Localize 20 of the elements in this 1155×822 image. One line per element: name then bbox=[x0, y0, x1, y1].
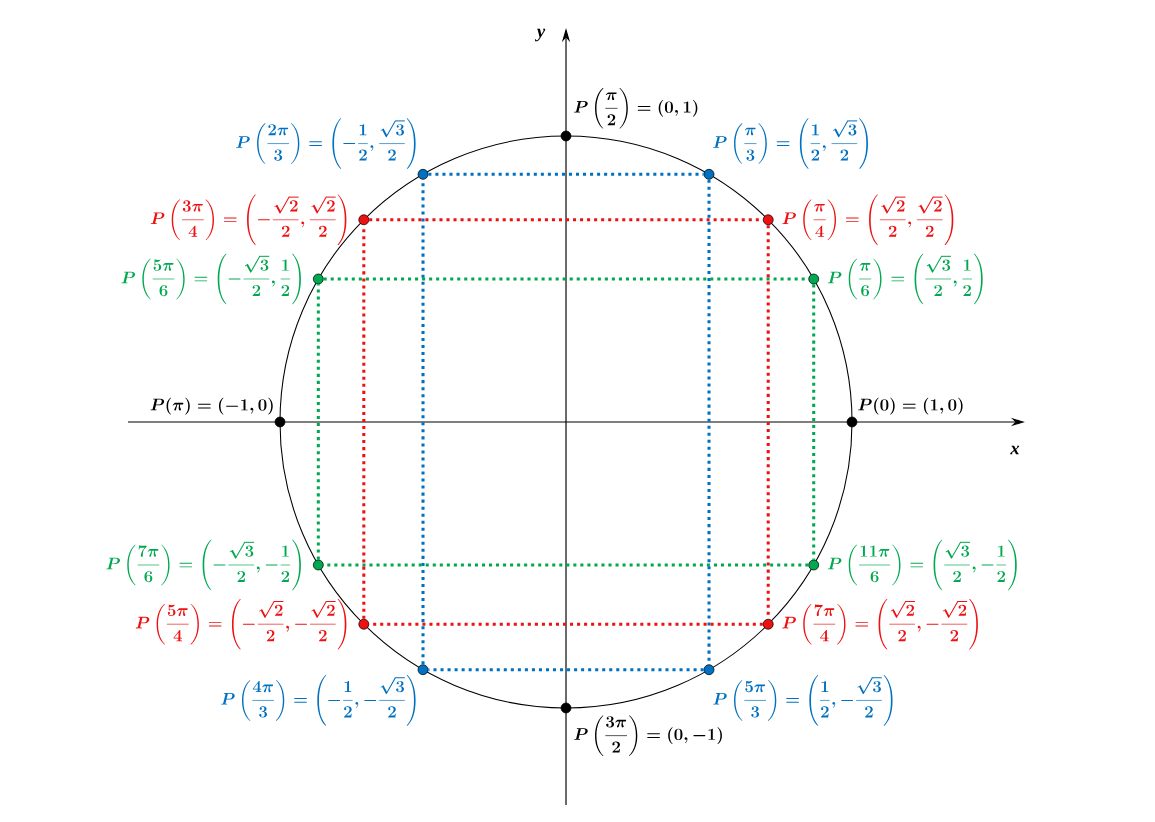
point-label: $P\left(\frac{\pi}{2}\right)=(0,1)$ bbox=[574, 88, 698, 129]
point-label: $P\left(\frac{3\pi}{4}\right)=\left(-\frac{\sqrt{2}}{2},\frac{\sqrt{2}}{2}\right)$ bbox=[150, 194, 347, 246]
point-label: $P\left(\frac{5\pi}{4}\right)=\left(-\frac{\sqrt{2}}{2},-\frac{\sqrt{2}}{2}\right)$ bbox=[135, 598, 347, 650]
point-label: $P\left(\frac{\pi}{4}\right)=\left(\frac{\sqrt{2}}{2},\frac{\sqrt{2}}{2}\right)$ bbox=[782, 194, 954, 246]
point-label: $P\left(\frac{4\pi}{3}\right)=\left(-\frac{1}{2},-\frac{\sqrt{3}}{2}\right)$ bbox=[221, 675, 416, 726]
axis-label: x bbox=[1010, 445, 1020, 455]
dotted-line bbox=[812, 284, 816, 560]
dotted-line bbox=[428, 668, 704, 672]
point-label: $P(0)=(1,0)$ bbox=[858, 397, 963, 415]
dotted-line bbox=[428, 172, 704, 176]
point-label: $P\left(\frac{2\pi}{3}\right)=\left(-\frac{1}{2},\frac{\sqrt{3}}{2}\right)$ bbox=[236, 118, 416, 169]
axis-label: y bbox=[535, 28, 546, 42]
point-label: $P\left(\frac{11\pi}{6}\right)=\left(\frac{\sqrt{3}}{2},-\frac{1}{2}\right)$ bbox=[827, 539, 1017, 591]
point-label: $P(\pi)=(-1,0)$ bbox=[150, 397, 273, 415]
dotted-line bbox=[316, 284, 320, 560]
point-label: $P\left(\frac{\pi}{3}\right)=\left(\frac{1}{2},\frac{\sqrt{3}}{2}\right)$ bbox=[713, 118, 868, 169]
point-label: $P\left(\frac{7\pi}{4}\right)=\left(\frac{\sqrt{2}}{2},-\frac{\sqrt{2}}{2}\right)$ bbox=[782, 598, 978, 650]
point-label: $P\left(\frac{5\pi}{6}\right)=\left(-\frac{\sqrt{3}}{2},\frac{1}{2}\right)$ bbox=[121, 253, 301, 305]
point-label: $P\left(\frac{7\pi}{6}\right)=\left(-\frac{\sqrt{3}}{2},-\frac{1}{2}\right)$ bbox=[106, 539, 301, 591]
point-label: $P\left(\frac{\pi}{6}\right)=\left(\frac{\sqrt{3}}{2},\frac{1}{2}\right)$ bbox=[827, 253, 983, 305]
